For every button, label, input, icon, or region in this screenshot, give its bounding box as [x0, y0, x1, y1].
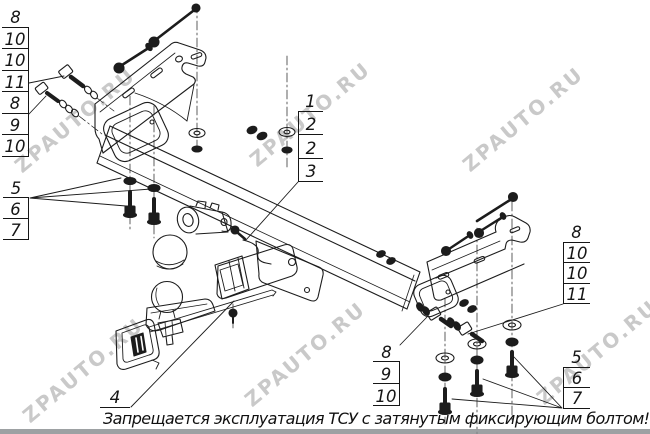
part-number: 10	[2, 27, 29, 49]
ball-mount-assembly	[115, 200, 324, 370]
part-number: 9	[2, 113, 29, 135]
bottom-edge-strip	[0, 429, 650, 434]
part-number: 7	[563, 388, 590, 409]
part-label-ball-mount: 4	[100, 388, 130, 408]
part-ladder-left-middle: 5 6 7	[3, 177, 29, 240]
left-fastener-stacks	[122, 95, 162, 239]
part-number: 10	[373, 384, 400, 406]
part-number: 10	[2, 135, 29, 157]
part-number: 6	[3, 198, 29, 219]
part-number: 10	[2, 49, 29, 71]
warning-caption: Запрещается эксплуатация ТСУ с затянутым…	[103, 409, 650, 428]
part-number: 7	[3, 219, 29, 240]
left-side-bolts	[34, 64, 115, 135]
part-number: 5	[563, 347, 590, 368]
part-ladder-bottom-middle: 8 9 10	[373, 340, 400, 406]
part-number: 9	[373, 362, 400, 384]
left-mounting-bolts	[113, 3, 296, 171]
part-number: 3	[298, 158, 323, 182]
part-number: 10	[563, 242, 590, 263]
part-number: 2	[298, 111, 323, 135]
part-number: 8	[2, 92, 29, 114]
leader-lines	[28, 75, 564, 409]
part-number: 6	[563, 367, 590, 388]
part-number: 1	[298, 88, 323, 112]
right-bracket	[413, 214, 531, 318]
part-ladder-bottom-right: 5 6 7	[563, 347, 590, 409]
part-number: 8	[373, 340, 400, 362]
part-number: 10	[563, 263, 590, 284]
part-number: 11	[2, 70, 29, 92]
part-number: 2	[298, 135, 323, 159]
main-beam	[96, 125, 421, 312]
part-number: 8	[563, 222, 590, 243]
part-ladder-center: 1 2 2 3	[298, 88, 323, 182]
part-number: 11	[563, 283, 590, 304]
part-number: 5	[3, 177, 29, 198]
part-ladder-top-left: 8 10 10 11 8 9 10	[2, 6, 29, 157]
left-bracket	[94, 41, 207, 163]
part-number: 8	[2, 6, 29, 28]
part-ladder-right-upper: 8 10 10 11	[563, 222, 590, 304]
